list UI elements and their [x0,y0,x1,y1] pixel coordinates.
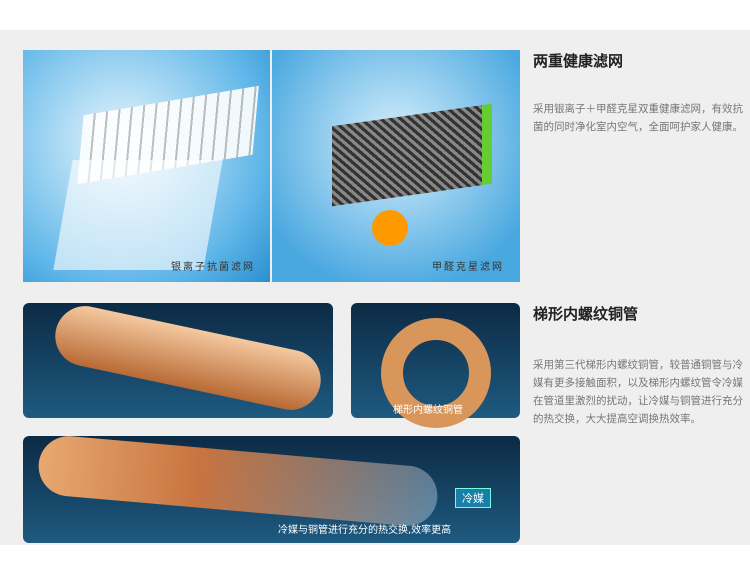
section-title-filter: 两重健康滤网 [533,52,624,70]
refrigerant-label: 冷媒 [455,488,491,508]
caption-silver-ion: 银离子抗菌滤网 [171,262,255,273]
caption-heat-exchange: 冷媒与铜管进行充分的热交换,效率更高 [278,525,452,536]
formaldehyde-filter-image: 甲醛克星滤网 [272,50,520,282]
caption-formaldehyde: 甲醛克星滤网 [432,262,504,273]
copper-tube-image: 梯形内螺纹铜管 冷媒 冷媒与铜管进行充分的热交换,效率更高 [23,303,520,543]
section-desc-tube: 采用第三代梯形内螺纹铜管，较普通铜管与冷媒有更多接触面积，以及梯形内螺纹管令冷媒… [533,359,743,425]
section-desc-filter: 采用银离子＋甲醛克星双重健康滤网，有效抗菌的同时净化室内空气，全面呵护家人健康。 [533,103,743,133]
section-title-tube: 梯形内螺纹铜管 [533,305,639,323]
silver-ion-filter-image: 银离子抗菌滤网 [23,50,270,282]
caption-tube: 梯形内螺纹铜管 [393,405,463,416]
